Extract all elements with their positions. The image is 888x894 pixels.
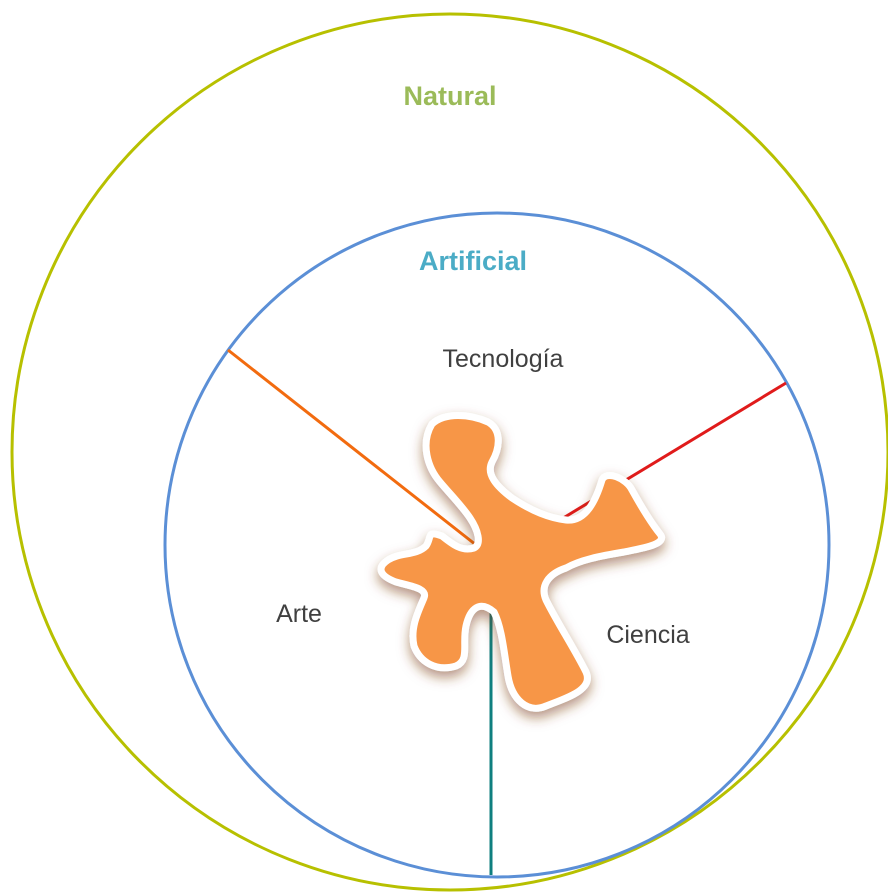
label-arte: Arte — [276, 600, 322, 628]
label-tecnologia: Tecnología — [443, 345, 564, 373]
divider-arte-tecnologia — [227, 348, 486, 554]
label-ciencia: Ciencia — [606, 621, 689, 649]
label-artificial: Artificial — [419, 246, 527, 276]
inner-circle-artificial — [163, 211, 831, 879]
puzzle-piece-figure-icon — [377, 412, 666, 712]
outer-circle-natural — [10, 12, 888, 892]
label-natural: Natural — [403, 81, 496, 111]
